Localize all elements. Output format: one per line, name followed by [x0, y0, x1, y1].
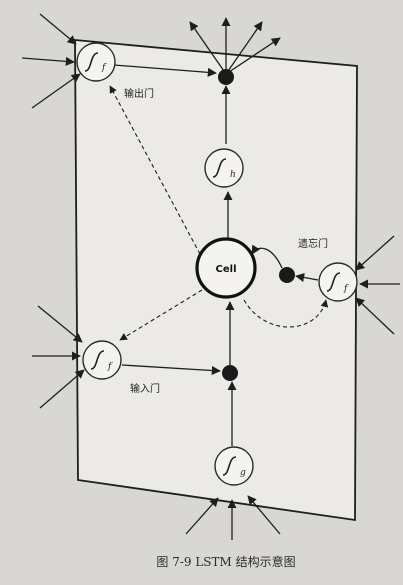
- peephole-connections: [109, 85, 329, 341]
- output-gate-symbol: f: [101, 63, 107, 73]
- sigmoid-icon: [326, 272, 341, 292]
- tanh-g-symbol: g: [240, 468, 246, 478]
- input-gate-symbol: f: [107, 362, 113, 372]
- tanh-h-circle: [204, 148, 244, 188]
- tanh-icon: [212, 158, 227, 178]
- cell-circle: [195, 237, 257, 299]
- cell-state: Cell: [195, 237, 257, 299]
- external-outputs: [189, 17, 281, 75]
- tanh-icon: [222, 456, 237, 476]
- tanh-g-node: g: [214, 446, 254, 486]
- tanh-h-symbol: h: [230, 170, 236, 180]
- output-gate: f: [76, 42, 116, 82]
- input-multiply-node: [222, 365, 238, 381]
- forget-gate-symbol: f: [343, 284, 349, 294]
- input-gate-circle: [82, 340, 122, 380]
- figure-caption: 图 7-9 LSTM 结构示意图: [156, 554, 295, 569]
- tanh-h-node: h: [204, 148, 244, 188]
- cell-label: Cell: [216, 264, 237, 275]
- sigmoid-icon: [90, 350, 105, 370]
- output-gate-label: 输出门: [124, 87, 154, 100]
- output-multiply-node: [218, 69, 234, 85]
- external-inputs: [21, 13, 400, 540]
- internal-connections: [113, 64, 319, 446]
- forget-gate: f: [318, 262, 358, 302]
- forget-multiply-node: [279, 267, 295, 283]
- forget-gate-label: 遗忘门: [298, 237, 328, 250]
- input-gate: f: [82, 340, 122, 380]
- output-gate-circle: [76, 42, 116, 82]
- sigmoid-icon: [84, 52, 99, 72]
- input-gate-label: 输入门: [130, 382, 160, 395]
- forget-gate-circle: [318, 262, 358, 302]
- tanh-g-circle: [214, 446, 254, 486]
